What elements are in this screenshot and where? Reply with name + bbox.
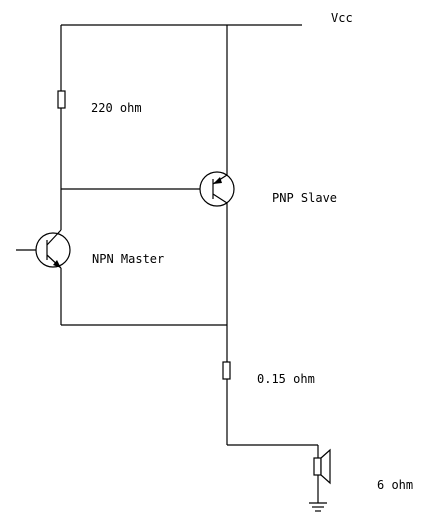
label-npn-master: NPN Master — [92, 252, 164, 266]
label-vcc: Vcc — [331, 11, 353, 25]
pnp-transistor-symbol — [199, 171, 235, 207]
npn-transistor-symbol — [35, 229, 71, 269]
label-pnp-slave: PNP Slave — [272, 191, 337, 205]
resistor-220-ohm — [57, 90, 66, 109]
speaker-symbol — [313, 448, 331, 485]
label-220-ohm: 220 ohm — [91, 101, 142, 115]
ground-symbol — [309, 475, 327, 512]
label-0-15-ohm: 0.15 ohm — [257, 372, 315, 386]
label-6-ohm: 6 ohm — [377, 478, 413, 492]
resistor-0-15-ohm — [222, 361, 231, 380]
